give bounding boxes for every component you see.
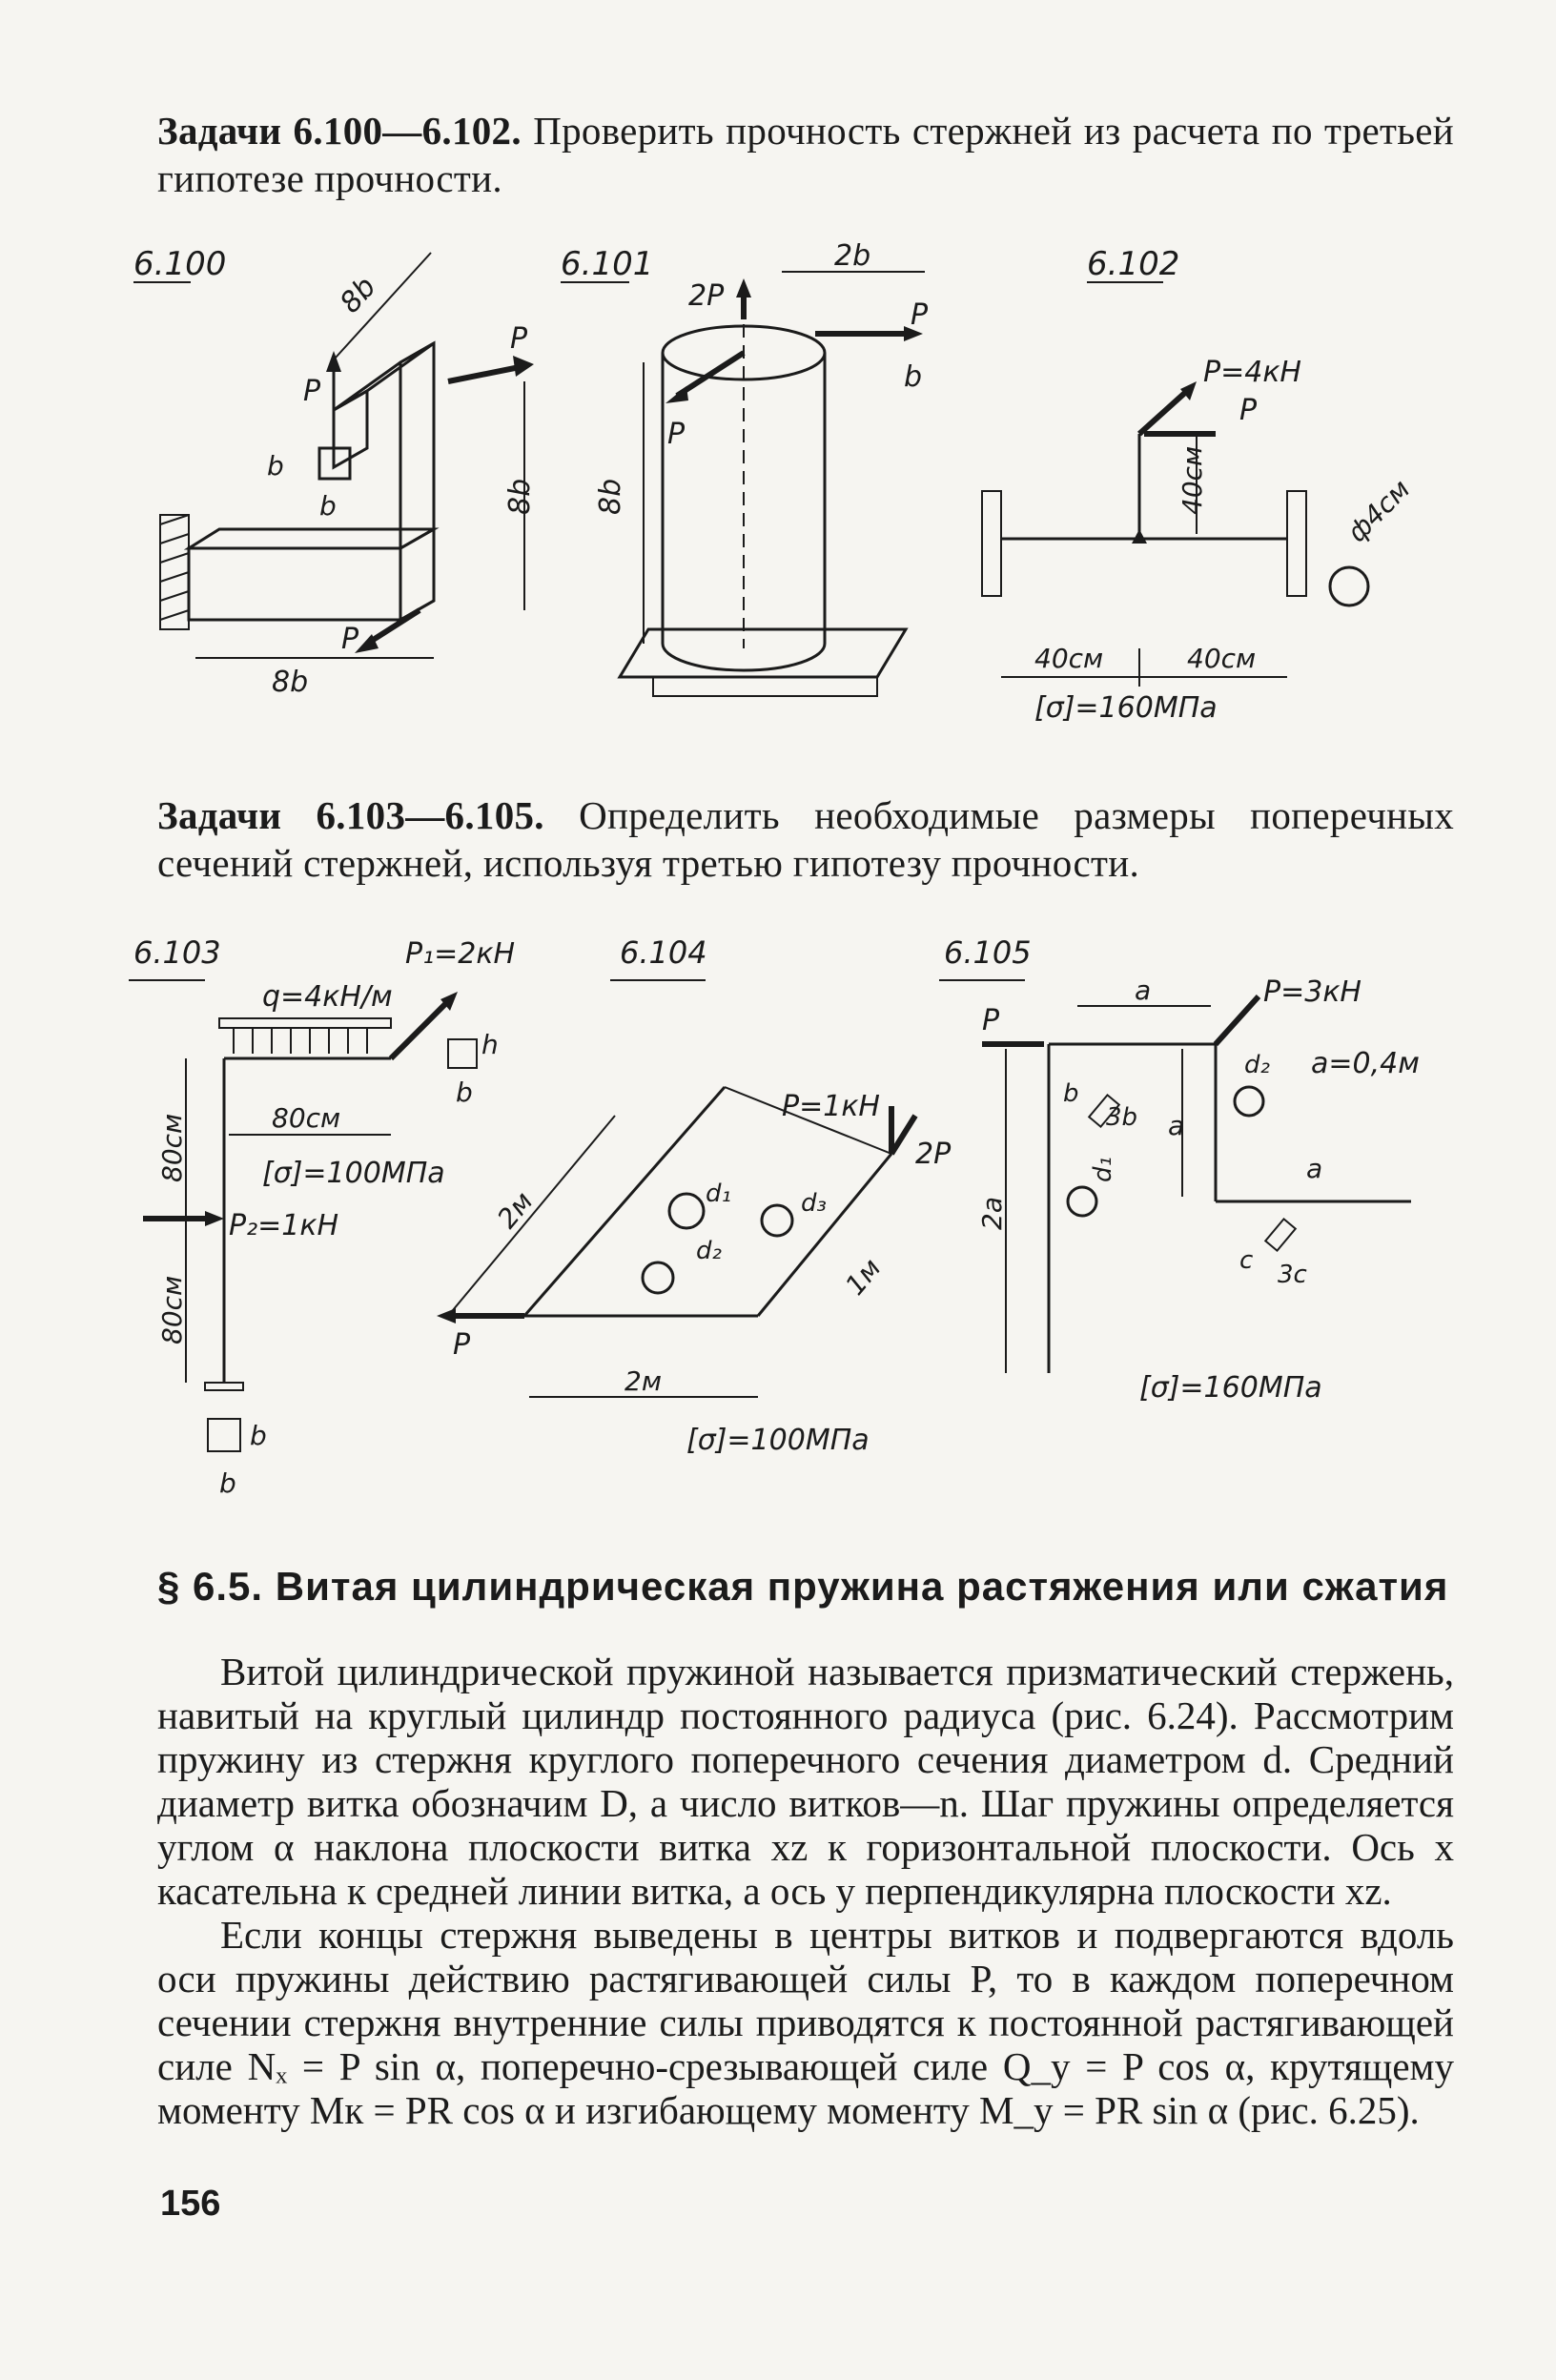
fig103-section-b: b — [456, 1077, 473, 1108]
fig101-load-2p: 2P — [688, 279, 725, 313]
fig100-dim-8b-diagonal: 8b — [334, 271, 383, 320]
page-number: 156 — [160, 2184, 221, 2224]
fig104-dim-2m-diagonal: 2м — [491, 1185, 539, 1234]
figure-label-6-104: 6.104 — [620, 934, 707, 971]
fig102-dim-height: 40см — [1177, 446, 1208, 515]
fig103-load-p1: P₁=2кН — [405, 937, 515, 971]
fig105-dim-2a: 2a — [976, 1197, 1008, 1230]
fig105-load-value: P=3кН — [1263, 975, 1362, 1009]
figure-6-100: 6.100 P P P — [133, 245, 537, 699]
fig102-dim-left-span: 40см — [1034, 643, 1103, 674]
section-6-5-body: Витой цилиндрической пружиной называется… — [157, 1650, 1454, 2132]
fig101-dim-b: b — [904, 360, 922, 394]
figure-6-101: 6.101 2P P P 2b b 8b — [561, 239, 929, 697]
fig101-dim-8b: 8b — [594, 479, 627, 515]
fig104-dim-1m: 1м — [839, 1252, 887, 1301]
fig103-dim-height-lower: 80см — [156, 1276, 188, 1344]
section-6-5-heading: § 6.5. Витая цилиндрическая пружина раст… — [157, 1564, 1449, 1609]
fig104-dim-2m-horizontal: 2м — [624, 1365, 662, 1397]
fig105-section-3c: 3c — [1278, 1261, 1307, 1289]
fig105-diameter-d1: d₁ — [1089, 1157, 1117, 1182]
fig103-distributed-load: q=4кН/м — [262, 980, 393, 1014]
fig102-dim-right-span: 40см — [1187, 643, 1256, 674]
fig103-lower-section-b-side: b — [250, 1420, 267, 1451]
fig104-diameter-d3: d₃ — [801, 1189, 827, 1218]
fig104-load-value: P=1кН — [782, 1090, 880, 1123]
problems-6-100-title: Задачи 6.100—6.102. — [157, 109, 522, 153]
fig102-diameter: ф4см — [1341, 473, 1417, 548]
problems-6-103-text: Определить необходимые размеры поперечны… — [157, 793, 1454, 885]
problems-6-100-6-102-intro: Задачи 6.100—6.102. Проверить прочность … — [157, 107, 1454, 202]
figure-6-102: 6.102 P=4кН P 40см ф4см 40см 40см [σ]=16… — [981, 245, 1417, 725]
fig102-allowable-stress: [σ]=160МПа — [1034, 691, 1218, 725]
figure-label-6-101: 6.101 — [561, 245, 653, 283]
paragraph-spring-definition: Витой цилиндрической пружиной называется… — [157, 1650, 1454, 1913]
problems-6-100-text: Проверить прочность стержней из расчета … — [157, 109, 1454, 200]
figures-6-100-6-102: 6.100 P P P — [133, 239, 1417, 725]
fig105-diameter-d2: d₂ — [1244, 1051, 1270, 1079]
fig103-load-p2: P₂=1кН — [229, 1209, 338, 1242]
figures-6-103-6-105: 6.103 q=4кН/м P₁=2кН h b 80см [σ]=100МПа — [129, 934, 1420, 1499]
fig103-dim-height-upper: 80см — [156, 1114, 188, 1182]
figure-label-6-105: 6.105 — [944, 934, 1032, 971]
fig105-section-3b: 3b — [1106, 1103, 1137, 1132]
fig105-load-p: P — [982, 1004, 1000, 1037]
problems-6-103-6-105-intro: Задачи 6.103—6.105. Определить необходим… — [157, 791, 1454, 887]
fig100-load-p-horizontal: P — [510, 322, 528, 356]
fig102-load-value: P=4кН — [1203, 356, 1301, 389]
fig102-load-p: P — [1239, 394, 1258, 427]
fig104-diameter-d1: d₁ — [706, 1180, 731, 1208]
figure-label-6-103: 6.103 — [133, 934, 221, 971]
fig104-allowable-stress: [σ]=100МПа — [686, 1424, 870, 1457]
fig103-section-h: h — [481, 1029, 499, 1060]
fig101-load-p-right: P — [911, 298, 929, 332]
figure-6-105: 6.105 P P=3кН a=0,4м a a a 2a d₁ d₂ b 3b — [939, 934, 1420, 1405]
fig100-dim-b-side: b — [267, 450, 284, 482]
fig105-allowable-stress: [σ]=160МПа — [1139, 1371, 1322, 1405]
fig105-section-b: b — [1063, 1079, 1079, 1108]
problems-6-103-title: Задачи 6.103—6.105. — [157, 793, 544, 837]
fig100-dim-8b-vertical: 8b — [503, 479, 537, 515]
fig105-a-value: a=0,4м — [1311, 1047, 1420, 1080]
fig103-lower-section-b-bottom: b — [219, 1467, 236, 1499]
fig101-load-p-left: P — [667, 418, 686, 451]
fig104-load-p: P — [453, 1328, 471, 1362]
fig105-dim-a-vertical: a — [1168, 1110, 1184, 1141]
fig101-dim-2b: 2b — [834, 239, 870, 273]
fig100-dim-8b-horizontal: 8b — [272, 666, 308, 699]
figure-label-6-102: 6.102 — [1087, 245, 1179, 283]
fig100-dim-b-bottom: b — [319, 490, 337, 522]
fig105-section-c: c — [1239, 1246, 1253, 1275]
fig103-allowable-stress: [σ]=100МПа — [262, 1157, 445, 1190]
fig100-load-p-lower: P — [341, 623, 359, 656]
figure-label-6-100: 6.100 — [133, 245, 226, 283]
fig104-load-2p: 2P — [915, 1138, 952, 1171]
fig105-dim-a-horizontal: a — [1306, 1153, 1322, 1184]
fig103-dim-span: 80см — [272, 1102, 340, 1134]
paragraph-internal-forces: Если концы стержня выведены в центры вит… — [157, 1913, 1454, 2132]
fig100-load-p-vertical: P — [303, 375, 321, 408]
figure-6-103: 6.103 q=4кН/м P₁=2кН h b 80см [σ]=100МПа — [129, 934, 515, 1499]
figure-6-104: 6.104 P=1кН 2P P d₁ d₂ d₃ 2м 1м 2м [σ]=1… — [437, 934, 952, 1457]
fig105-dim-a-top: a — [1135, 975, 1151, 1006]
fig104-diameter-d2: d₂ — [696, 1237, 722, 1265]
